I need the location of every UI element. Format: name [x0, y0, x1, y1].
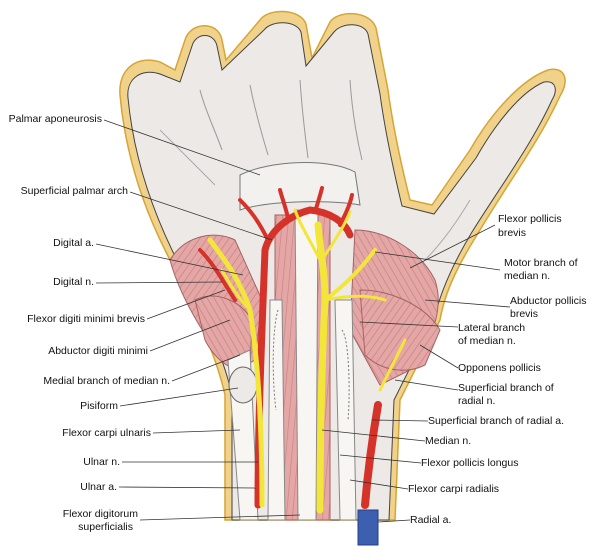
label-ulnar-a: Ulnar a.	[80, 481, 117, 493]
label-apb-line2: brevis	[510, 308, 539, 320]
nerves	[207, 208, 407, 514]
label-abductor-digiti-minimi: Abductor digiti minimi	[48, 345, 148, 357]
label-sbra: Superficial branch of radial a.	[428, 415, 564, 427]
label-medial-branch-median-n: Medial branch of median n.	[43, 375, 170, 387]
leader-lines	[95, 119, 511, 523]
label-palmar-aponeurosis: Palmar aponeurosis	[8, 113, 102, 125]
label-digital-n: Digital n.	[53, 276, 94, 288]
label-lateral-branch-line1: Lateral branch	[458, 322, 526, 334]
label-fpb-line2: brevis	[498, 227, 527, 239]
label-radial-a: Radial a.	[410, 514, 452, 526]
abductor-digiti-minimi	[194, 295, 253, 372]
opponens-pollicis	[359, 289, 441, 371]
pisiform	[228, 366, 258, 404]
label-apb-line1: Abductor pollicis	[510, 295, 587, 307]
palmar-aponeurosis	[239, 162, 361, 211]
label-motor-branch-line2: median n.	[504, 270, 551, 282]
label-pisiform: Pisiform	[80, 400, 118, 412]
label-flexor-carpi-radialis: Flexor carpi radialis	[408, 483, 500, 495]
label-motor-branch-line1: Motor branch of	[504, 257, 578, 269]
label-digital-a: Digital a.	[53, 237, 94, 249]
label-sbrn-line2: radial n.	[458, 395, 496, 407]
label-sbrn-line1: Superficial branch of	[458, 382, 554, 394]
label-fds-line1: Flexor digitorum	[62, 508, 138, 520]
radial-vein	[357, 509, 379, 546]
label-fpb-line1: Flexor pollicis	[498, 213, 562, 225]
label-fds-line2: superficialis	[78, 521, 133, 533]
label-lateral-branch-line2: of median n.	[458, 335, 516, 347]
label-opponens-pollicis: Opponens pollicis	[458, 362, 541, 374]
label-flexor-pollicis-longus: Flexor pollicis longus	[421, 457, 519, 469]
label-flexor-carpi-ulnaris: Flexor carpi ulnaris	[62, 427, 151, 439]
label-median-n: Median n.	[425, 435, 472, 447]
label-superficial-palmar-arch: Superficial palmar arch	[20, 185, 128, 197]
label-flexor-digiti-minimi-brevis: Flexor digiti minimi brevis	[27, 313, 145, 325]
label-ulnar-n: Ulnar n.	[83, 456, 120, 468]
